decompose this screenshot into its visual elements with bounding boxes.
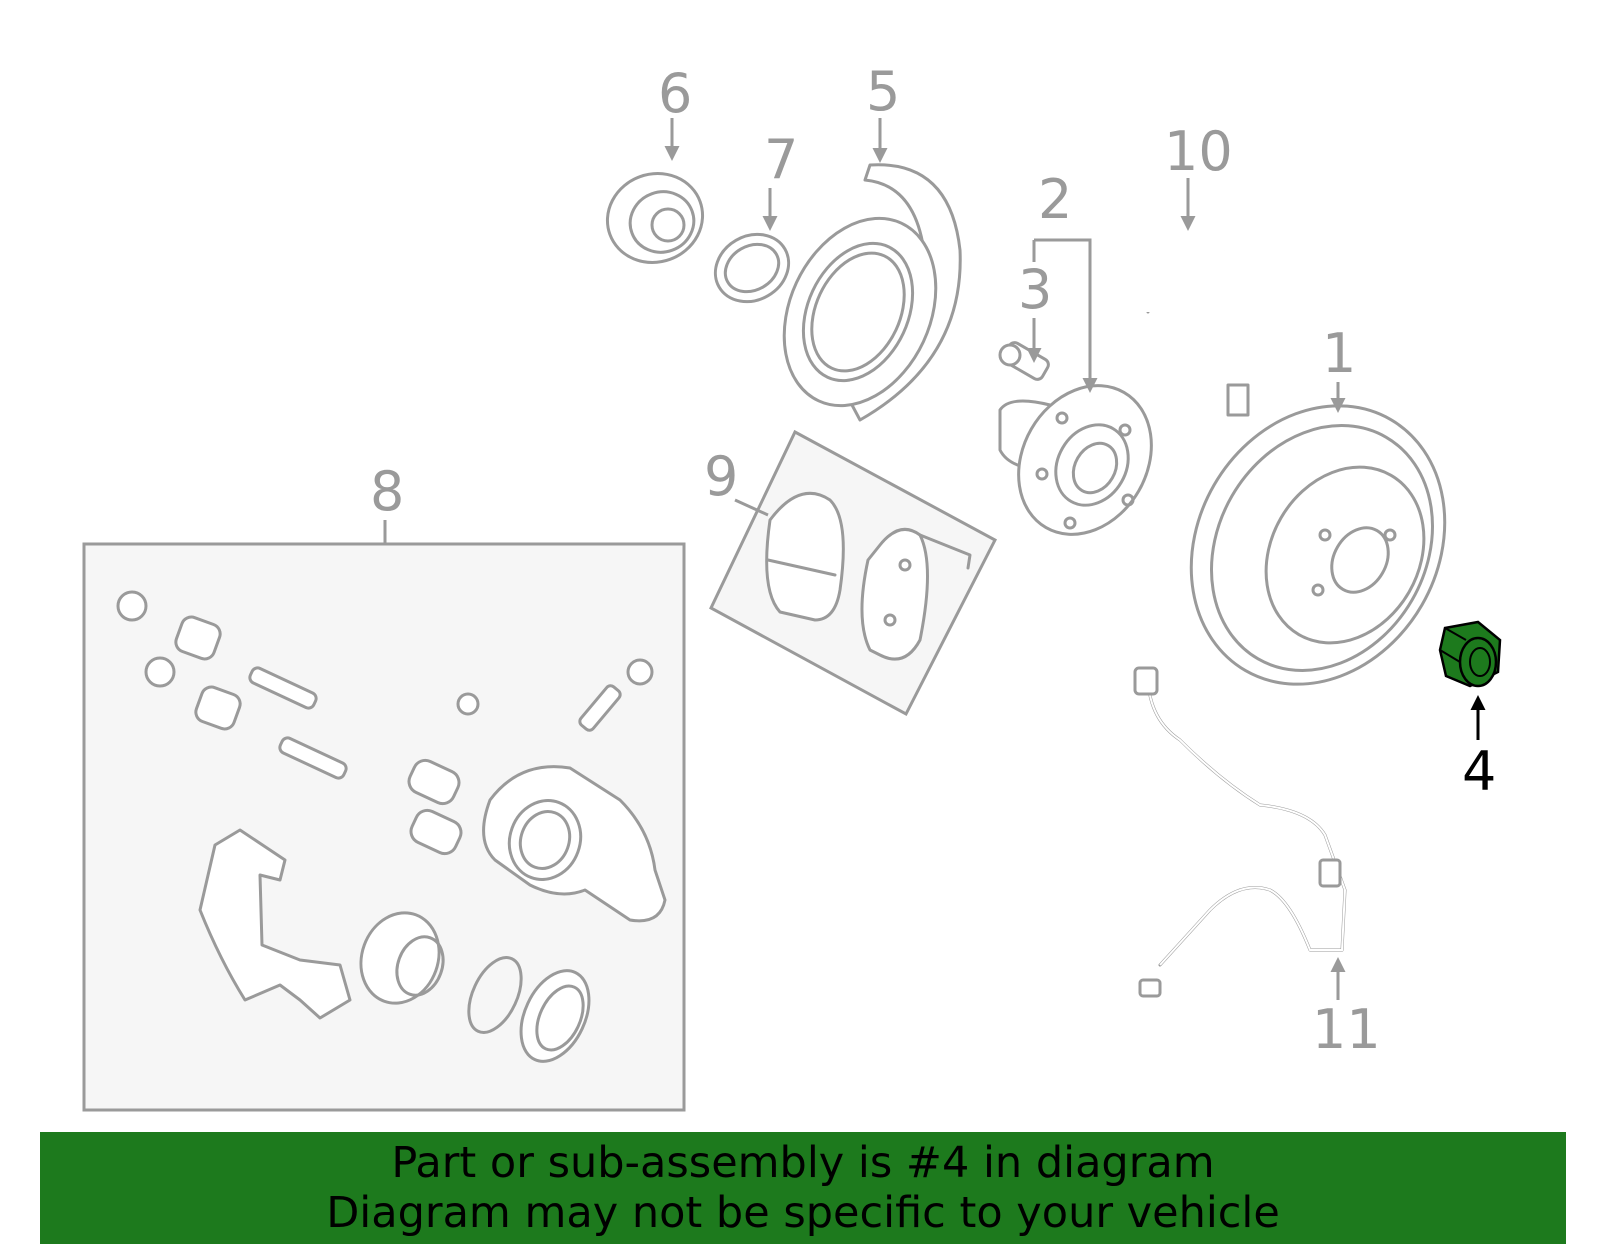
banner-line-2: Diagram may not be specific to your vehi… [326, 1188, 1280, 1238]
callout-5: 5 [866, 60, 900, 123]
callout-10: 10 [1164, 120, 1233, 183]
callout-11: 11 [1312, 998, 1381, 1061]
wheel-stud-part[interactable] [998, 340, 1051, 381]
callout-1: 1 [1322, 322, 1356, 385]
brake-pad-set-part[interactable] [709, 429, 998, 717]
info-banner: Part or sub-assembly is #4 in diagram Di… [40, 1132, 1566, 1244]
banner-line-1: Part or sub-assembly is #4 in diagram [391, 1138, 1215, 1188]
caliper-assembly-part[interactable] [82, 542, 686, 1112]
brake-rotor-part[interactable] [1142, 359, 1495, 730]
wheel-bearing-part[interactable] [595, 160, 715, 276]
callout-9: 9 [704, 445, 738, 508]
callout-7: 7 [764, 128, 798, 191]
callout-3: 3 [1018, 258, 1052, 321]
callout-6: 6 [658, 62, 692, 125]
callout-2: 2 [1038, 168, 1072, 231]
hub-nut-part-highlighted[interactable] [1438, 620, 1502, 688]
wheel-hub-part[interactable] [992, 361, 1177, 558]
brake-hose-part[interactable] [1146, 235, 1250, 417]
callout-8: 8 [370, 460, 404, 523]
abs-sensor-part[interactable] [1133, 666, 1347, 998]
snap-ring-part[interactable] [703, 221, 801, 314]
callout-4: 4 [1462, 740, 1496, 803]
parts-diagram: 6 7 5 2 3 10 [82, 60, 1502, 1112]
splash-shield-part[interactable] [755, 163, 965, 431]
